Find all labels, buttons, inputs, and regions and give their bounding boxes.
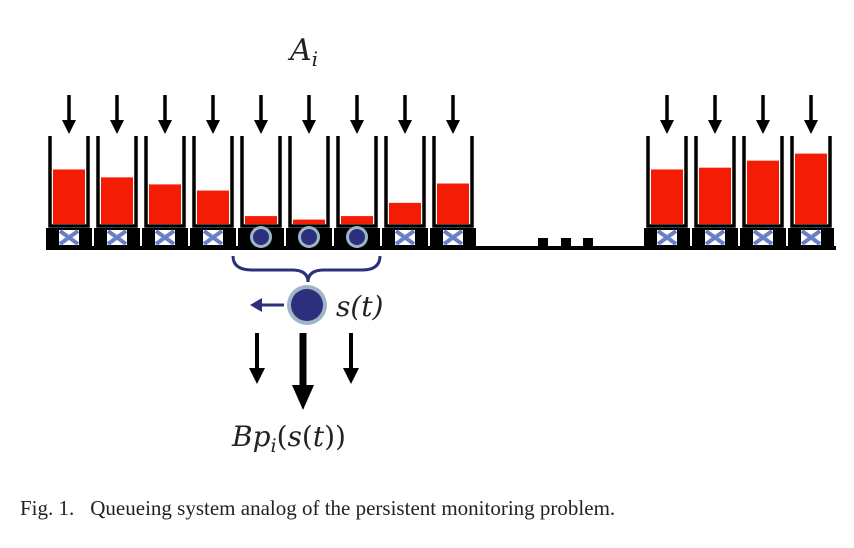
- queue-11-arrival-arrow: [708, 120, 722, 134]
- ground-line: [46, 238, 836, 250]
- queue-9-arrival-arrow: [446, 120, 460, 134]
- queue-8: [382, 95, 428, 247]
- queue-6-server: [301, 229, 317, 245]
- queue-12: [740, 95, 786, 247]
- queue-9-container: [432, 136, 474, 228]
- queue-10-arrival-arrow: [660, 120, 674, 134]
- queue-10-container: [646, 136, 688, 228]
- queue-12-container: [742, 136, 784, 228]
- queue-10-blocked-icon: [656, 229, 678, 246]
- queue-4-arrival-arrow: [206, 120, 220, 134]
- queue-13-blocked-icon: [800, 229, 822, 246]
- queue-2: [94, 95, 140, 247]
- output-arrows: [249, 333, 359, 410]
- queue-2-arrival-arrow: [110, 120, 124, 134]
- queue-6: [286, 95, 332, 248]
- queue-13-fluid: [795, 153, 827, 224]
- queue-13: [788, 95, 834, 247]
- queue-6-container: [288, 136, 330, 228]
- queue-12-fluid: [747, 160, 779, 224]
- queue-11: [692, 95, 738, 247]
- queue-1: [46, 95, 92, 247]
- queue-11-fluid: [699, 167, 731, 224]
- queue-11-container: [694, 136, 736, 228]
- queue-1-container: [48, 136, 90, 228]
- queue-9-fluid: [437, 183, 469, 224]
- queue-8-container: [384, 136, 426, 228]
- queue-9: [430, 95, 476, 247]
- queue-6-arrival-arrow: [302, 120, 316, 134]
- queue-10: [644, 95, 690, 247]
- queue-2-fluid: [101, 177, 133, 224]
- queue-8-blocked-icon: [394, 229, 416, 246]
- arrival-label: Ai: [287, 33, 318, 71]
- queue-8-fluid: [389, 202, 421, 224]
- queue-3: [142, 95, 188, 247]
- queue-7-fluid: [341, 216, 373, 224]
- queue-7: [334, 95, 380, 248]
- sensor-label: s(t): [336, 290, 383, 323]
- queue-4-container: [192, 136, 234, 228]
- queue-1-blocked-icon: [58, 229, 80, 246]
- queue-4: [190, 95, 236, 247]
- queue-4-blocked-icon: [202, 229, 224, 246]
- queue-1-fluid: [53, 169, 85, 224]
- queue-7-arrival-arrow: [350, 120, 364, 134]
- queue-13-container: [790, 136, 832, 228]
- output-label: Bpi(s(t)): [231, 420, 346, 457]
- queue-2-blocked-icon: [106, 229, 128, 246]
- ellipsis-dot-3: [583, 238, 593, 248]
- caption-number: Fig. 1.: [20, 496, 75, 520]
- queue-10-fluid: [651, 169, 683, 224]
- queue-13-arrival-arrow: [804, 120, 818, 134]
- queue-3-arrival-arrow: [158, 120, 172, 134]
- queue-5-fluid: [245, 216, 277, 224]
- sensor-dot: [291, 289, 323, 321]
- queue-12-blocked-icon: [752, 229, 774, 246]
- queue-3-blocked-icon: [154, 229, 176, 246]
- ellipsis-dot-1: [538, 238, 548, 248]
- sensor: [250, 285, 327, 325]
- queue-5: [238, 95, 284, 248]
- ellipsis-dot-2: [561, 238, 571, 248]
- queue-3-fluid: [149, 184, 181, 224]
- queue-5-container: [240, 136, 282, 228]
- queue-5-arrival-arrow: [254, 120, 268, 134]
- queue-12-arrival-arrow: [756, 120, 770, 134]
- queue-1-arrival-arrow: [62, 120, 76, 134]
- caption-text: Queueing system analog of the persistent…: [90, 496, 616, 520]
- queue-5-server: [253, 229, 269, 245]
- figure-caption: Fig. 1. Queueing system analog of the per…: [20, 496, 840, 521]
- queue-6-fluid: [293, 219, 325, 224]
- sensor-direction-arrowhead: [250, 298, 262, 312]
- queue-7-container: [336, 136, 378, 228]
- queue-3-container: [144, 136, 186, 228]
- queues: [46, 95, 834, 248]
- queue-7-server: [349, 229, 365, 245]
- queue-2-container: [96, 136, 138, 228]
- monitored-brace: [231, 255, 382, 283]
- queue-8-arrival-arrow: [398, 120, 412, 134]
- queue-9-blocked-icon: [442, 229, 464, 246]
- queue-4-fluid: [197, 190, 229, 224]
- queue-11-blocked-icon: [704, 229, 726, 246]
